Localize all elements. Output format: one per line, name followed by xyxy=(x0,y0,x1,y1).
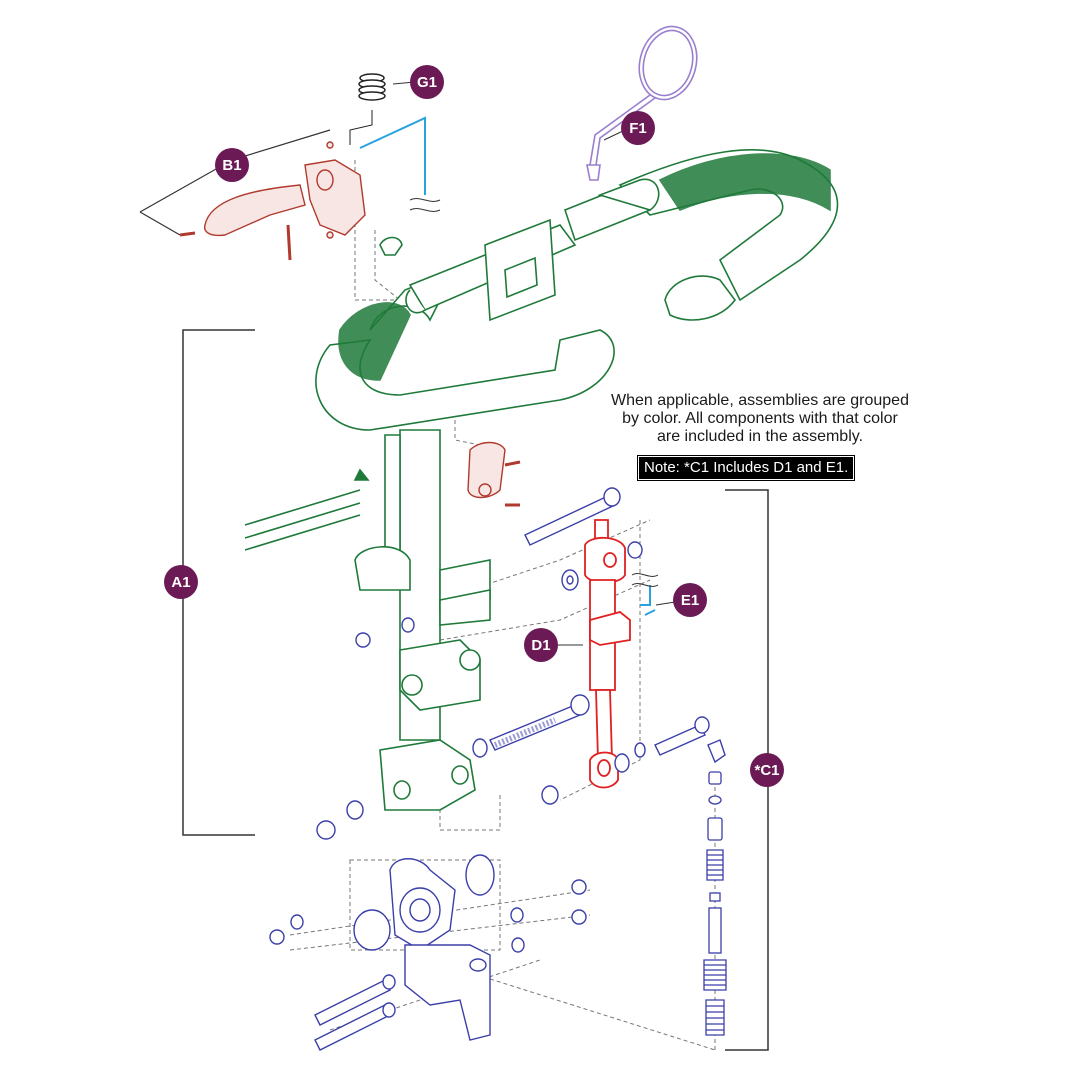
callout-g1: G1 xyxy=(410,65,444,99)
pivot-bracket xyxy=(404,944,491,1041)
hardware-c1 xyxy=(316,487,726,840)
callout-f1: F1 xyxy=(621,111,655,145)
throttle-cable xyxy=(359,116,656,616)
c1-includes-note: Note: *C1 Includes D1 and E1. xyxy=(636,455,856,481)
tiller-frame-a1 xyxy=(244,149,839,811)
callout-b1: B1 xyxy=(215,148,249,182)
callout-d1: D1 xyxy=(524,628,558,662)
note-line-2: by color. All components with that color xyxy=(622,410,898,427)
cable-break-marks xyxy=(409,198,659,587)
callout-c1: *C1 xyxy=(750,753,784,787)
spring-g1 xyxy=(349,73,386,145)
handlebar-loop xyxy=(315,329,615,431)
svg-text:F1: F1 xyxy=(629,120,647,137)
mirror-glass xyxy=(638,25,698,101)
note-line-1: When applicable, assemblies are grouped xyxy=(611,392,909,409)
svg-text:G1: G1 xyxy=(417,74,437,91)
svg-text:B1: B1 xyxy=(222,157,241,174)
handle-grip-left xyxy=(338,302,411,381)
lift-actuator-d1 xyxy=(584,519,631,789)
brake-lever xyxy=(203,184,306,237)
base-pivot xyxy=(269,854,587,1051)
callout-e1: E1 xyxy=(673,583,707,617)
svg-text:E1: E1 xyxy=(681,592,699,609)
svg-text:*C1: *C1 xyxy=(754,762,779,779)
note-line-3: are included in the assembly. xyxy=(656,428,864,445)
callout-a1: A1 xyxy=(164,565,198,599)
mirror-f1 xyxy=(586,25,698,181)
shock-absorber-stack xyxy=(703,771,727,1036)
svg-text:A1: A1 xyxy=(171,574,190,591)
svg-text:D1: D1 xyxy=(531,637,550,654)
brake-housing xyxy=(304,159,366,236)
assembly-color-note: When applicable, assemblies are grouped … xyxy=(590,392,930,446)
brake-lever-b1 xyxy=(179,141,521,507)
